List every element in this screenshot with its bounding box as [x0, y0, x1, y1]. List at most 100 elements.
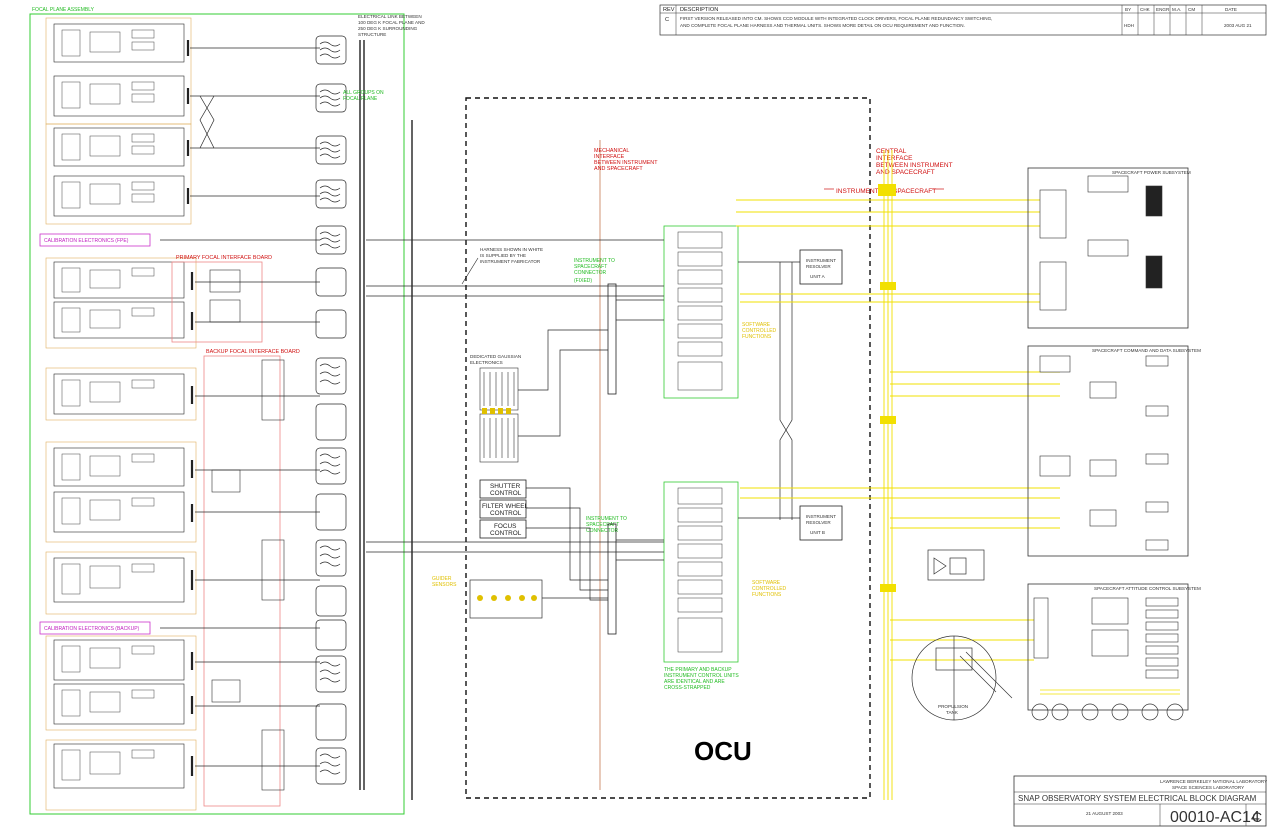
svg-text:CENTRAL: CENTRAL	[876, 148, 907, 155]
ccd-module-details	[61, 29, 155, 781]
harness-note-line-2: IS SUPPLIED BY THE	[480, 253, 526, 258]
svg-text:INSTRUMENT TO: INSTRUMENT TO	[586, 516, 627, 522]
calibration-box-lower	[39, 621, 151, 635]
svg-text:AND SPACECRAFT: AND SPACECRAFT	[876, 169, 935, 176]
cm-header: CM	[1188, 7, 1195, 12]
svg-text:SOFTWARE: SOFTWARE	[752, 580, 781, 586]
org-line-1: LAWRENCE BERKELEY NATIONAL LABORATORY	[1160, 779, 1267, 784]
spacecraft-yellow-bus	[736, 150, 1060, 800]
svg-text:BETWEEN INSTRUMENT: BETWEEN INSTRUMENT	[876, 162, 953, 169]
drawing-title: SNAP OBSERVATORY SYSTEM ELECTRICAL BLOCK…	[1018, 794, 1257, 803]
svg-text:INSTRUMENT: INSTRUMENT	[806, 258, 836, 263]
cdh-subsystem-units	[1039, 355, 1169, 551]
module-connectors	[186, 40, 194, 776]
rev-description-line-1: FIRST VERSION RELEASED INTO CM. SHOWS CC…	[680, 16, 992, 21]
filter-wheel-control-label-2: CONTROL	[490, 510, 522, 517]
title-block: LAWRENCE BERKELEY NATIONAL LABORATORY SP…	[1013, 775, 1267, 827]
svg-text:CONTROLLED: CONTROLLED	[752, 586, 787, 592]
svg-text:FOCAL PLANE: FOCAL PLANE	[343, 96, 378, 102]
ocu-dashed-boundary	[465, 97, 871, 799]
svg-text:TANK: TANK	[946, 710, 959, 715]
svg-text:CONTROLLED: CONTROLLED	[742, 328, 777, 334]
svg-text:SPACECRAFT ATTITUDE CONTROL SU: SPACECRAFT ATTITUDE CONTROL SUBSYSTEM	[1094, 586, 1201, 591]
svg-text:SENSORS: SENSORS	[432, 582, 457, 588]
flex-note-line-4: STRUCTURE	[358, 32, 386, 37]
flex-note-line-3: 250 DEG K SURROUNDING	[358, 26, 418, 31]
svg-text:RESOLVER: RESOLVER	[806, 520, 831, 525]
svg-text:THE PRIMARY AND BACKUP: THE PRIMARY AND BACKUP	[664, 667, 732, 673]
acs-yellow-wiring	[1040, 689, 1180, 695]
drawing-date: 21 AUGUST 2003	[1086, 811, 1123, 816]
rev-description-line-2: AND COMPLETE FOCAL PLANE HARNESS AND THE…	[680, 23, 965, 28]
instrument-unit-b	[799, 505, 843, 541]
power-subsystem-units	[1039, 175, 1163, 311]
svg-text:FOCAL PLANE ASSEMBLY: FOCAL PLANE ASSEMBLY	[32, 7, 95, 13]
flex-note-line-1: ELECTRICAL LINK BETWEEN	[358, 14, 422, 19]
filter-wheel-control-label-1: FILTER WHEEL	[482, 503, 528, 510]
shutter-control-label-1: SHUTTER	[490, 483, 521, 490]
camera-electronics-cluster	[479, 367, 519, 463]
svg-text:UNIT A: UNIT A	[810, 274, 826, 279]
svg-text:AND SPACECRAFT: AND SPACECRAFT	[594, 166, 643, 172]
ma-header: M.A.	[1172, 7, 1181, 12]
rev-by: HDH	[1124, 23, 1134, 28]
engr-header: ENGR	[1156, 7, 1170, 12]
ocu-label: OCU	[694, 736, 752, 766]
svg-text:CROSS-STRAPPED: CROSS-STRAPPED	[664, 685, 711, 691]
svg-text:SOFTWARE: SOFTWARE	[742, 322, 771, 328]
filter-wheel-control-box	[479, 499, 527, 519]
reaction-wheels	[1031, 703, 1184, 721]
svg-text:BACKUP FOCAL INTERFACE BOARD: BACKUP FOCAL INTERFACE BOARD	[206, 349, 300, 355]
svg-text:INTERFACE: INTERFACE	[876, 155, 913, 162]
focus-control-label-1: FOCUS	[494, 523, 516, 530]
chk-header: CHK	[1140, 7, 1151, 12]
svg-text:SPACECRAFT COMMAND AND DATA SU: SPACECRAFT COMMAND AND DATA SUBSYSTEM	[1092, 348, 1201, 353]
ocu-bus-wiring	[366, 239, 664, 601]
instrument-label: INSTRUMENT	[836, 188, 879, 195]
by-header: BY	[1125, 7, 1131, 12]
focal-plane-wiring	[160, 47, 320, 767]
bus-yellow-blocks	[878, 184, 896, 592]
ocu-region: OCU MECHANICAL INTERFACE BETWEEN INSTRUM…	[366, 97, 871, 799]
svg-text:MECHANICAL: MECHANICAL	[594, 148, 629, 154]
svg-text:CONNECTOR: CONNECTOR	[574, 270, 607, 276]
svg-text:ALL GROUPS ON: ALL GROUPS ON	[343, 90, 384, 96]
svg-text:ARE IDENTICAL AND ARE: ARE IDENTICAL AND ARE	[664, 679, 725, 685]
star-tracker	[927, 549, 985, 581]
svg-text:CONNECTOR: CONNECTOR	[586, 528, 619, 534]
ocu-yellow-notes: SOFTWARE CONTROLLED FUNCTIONS SOFTWARE C…	[742, 322, 787, 598]
date-header: DATE	[1225, 7, 1237, 12]
svg-text:SPACECRAFT POWER SUBSYSTEM: SPACECRAFT POWER SUBSYSTEM	[1112, 170, 1191, 175]
svg-text:UNIT B: UNIT B	[810, 530, 825, 535]
harness-note-line-3: INSTRUMENT FABRICATOR	[480, 259, 541, 264]
org-line-2: SPACE SCIENCES LABORATORY	[1172, 785, 1244, 790]
shutter-control-label-2: CONTROL	[490, 490, 522, 497]
svg-text:PRIMARY FOCAL INTERFACE BOARD: PRIMARY FOCAL INTERFACE BOARD	[176, 255, 272, 261]
focus-control-label-2: CONTROL	[490, 530, 522, 537]
svg-text:DEDICATED GAUSSIAN: DEDICATED GAUSSIAN	[470, 354, 521, 359]
flex-cable-links	[315, 35, 347, 785]
interface-boards	[171, 261, 281, 807]
connector-bar-upper	[607, 283, 617, 395]
instrument-unit-a	[799, 249, 843, 285]
calibration-box-upper	[39, 233, 151, 247]
connector-bar-lower	[607, 523, 617, 635]
harness-bundles	[359, 40, 413, 800]
harness-note-line-1: HARNESS SHOWN IN WHITE	[480, 247, 543, 252]
svg-text:SPACECRAFT: SPACECRAFT	[574, 264, 607, 270]
svg-text:FUNCTIONS: FUNCTIONS	[742, 334, 772, 340]
svg-text:FUNCTIONS: FUNCTIONS	[752, 592, 782, 598]
ocu-card-stacks	[677, 231, 723, 653]
ocu-cross-wiring	[616, 261, 800, 561]
propulsion-tank	[911, 635, 1013, 721]
svg-text:ELECTRONICS: ELECTRONICS	[470, 360, 503, 365]
description-header: DESCRIPTION	[680, 7, 718, 13]
acs-subsystem-units	[1033, 597, 1179, 679]
switching-blocks	[209, 269, 285, 791]
svg-text:SPACECRAFT: SPACECRAFT	[586, 522, 619, 528]
rev-date: 2003 AUG 21	[1224, 23, 1252, 28]
drawing-number: 00010-AC14	[1170, 809, 1260, 826]
guider-module: GUIDER SENSORS	[432, 576, 543, 619]
svg-text:CALIBRATION ELECTRONICS (BACKU: CALIBRATION ELECTRONICS (BACKUP)	[44, 626, 140, 632]
